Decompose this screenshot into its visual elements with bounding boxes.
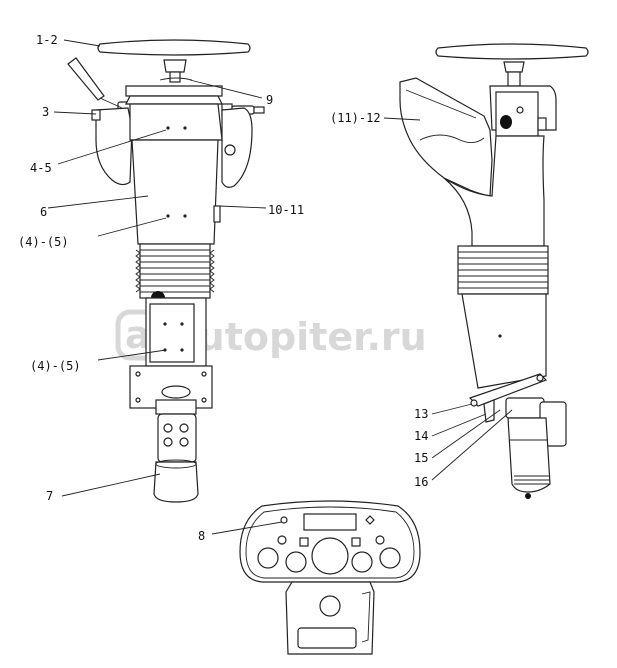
left-column-assembly [67,39,265,503]
instrument-cluster [239,500,421,655]
gauge-1 [257,547,279,569]
bellows-left [135,243,215,299]
motor-unit [153,385,199,503]
steering-wheel-right [435,43,589,87]
tilt-lever [67,57,133,117]
shroud-hood [399,77,493,197]
label-4-5-bracket-lower: (4)-(5) [30,359,81,373]
curved-tube [443,135,545,247]
watermark-text: autopiter.ru [172,315,427,359]
label-6: 6 [40,205,47,219]
label-4-5: 4-5 [30,161,52,175]
lower-tube-right [461,293,547,389]
leader-lines [47,39,513,535]
gauge-2 [285,551,307,573]
label-4-5-bracket-upper: (4)-(5) [18,235,69,249]
label-15: 15 [414,451,428,465]
bellows-right [457,245,549,295]
gauge-5 [379,547,401,569]
label-10-11: 10-11 [268,203,304,217]
gauge-3 [311,537,349,575]
column-top-plate [125,85,223,97]
label-3: 3 [42,105,49,119]
label-11-12: (11)-12 [330,111,381,125]
column-body [131,139,219,245]
label-9: 9 [266,93,273,107]
callout-labels: 1-2 3 4-5 6 (4)-(5) (4)-(5) 7 8 9 10-11 … [18,33,428,543]
label-16: 16 [414,475,428,489]
watermark: a autopiter.ru [115,309,427,361]
label-1-2: 1-2 [36,33,58,47]
steering-wheel-left [97,39,251,83]
lower-plate [149,303,195,363]
right-column-assembly [399,43,589,499]
label-7: 7 [46,489,53,503]
motor-unit-right [505,397,567,499]
label-8: 8 [198,529,205,543]
gauge-4 [351,551,373,573]
upper-housing [129,103,223,141]
cluster-display [303,513,357,531]
label-14: 14 [414,429,428,443]
label-13: 13 [414,407,428,421]
